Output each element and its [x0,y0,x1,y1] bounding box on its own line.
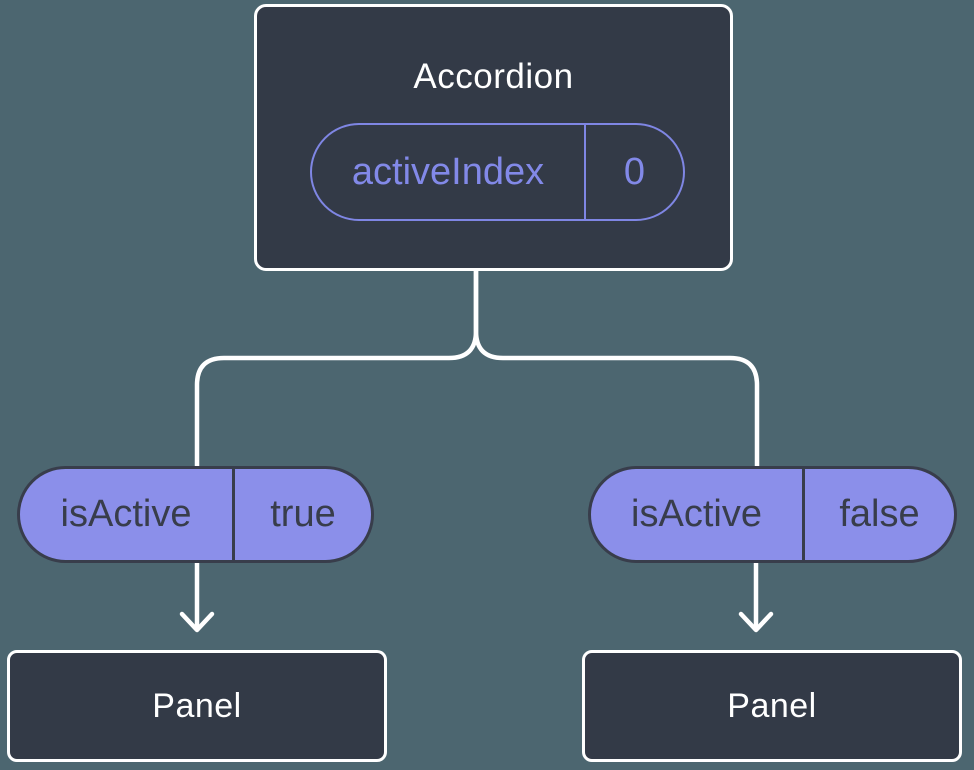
prop-pill-right: isActive false [588,466,957,563]
state-label: activeIndex [351,150,545,193]
state-pill-divider [584,125,586,219]
prop-label: isActive [60,493,192,535]
prop-value: true [270,493,336,535]
panel-node-right: Panel [582,650,962,762]
prop-value: false [839,493,920,535]
prop-pill-divider [802,469,805,560]
state-value: 0 [623,150,646,193]
edge-root-to-right-child [473,266,760,470]
state-pill: activeIndex 0 [310,123,685,221]
arrow-right-head-icon [738,611,774,633]
accordion-node-title: Accordion [413,57,574,96]
prop-label: isActive [631,493,762,535]
arrow-left-head-icon [179,611,215,633]
panel-node-title: Panel [152,686,242,725]
prop-pill-left: isActive true [17,466,374,563]
edge-root-to-left-child [194,266,479,470]
accordion-node: Accordion activeIndex 0 [254,4,733,271]
panel-node-title: Panel [727,686,817,725]
panel-node-left: Panel [7,650,387,762]
prop-pill-divider [232,469,235,560]
